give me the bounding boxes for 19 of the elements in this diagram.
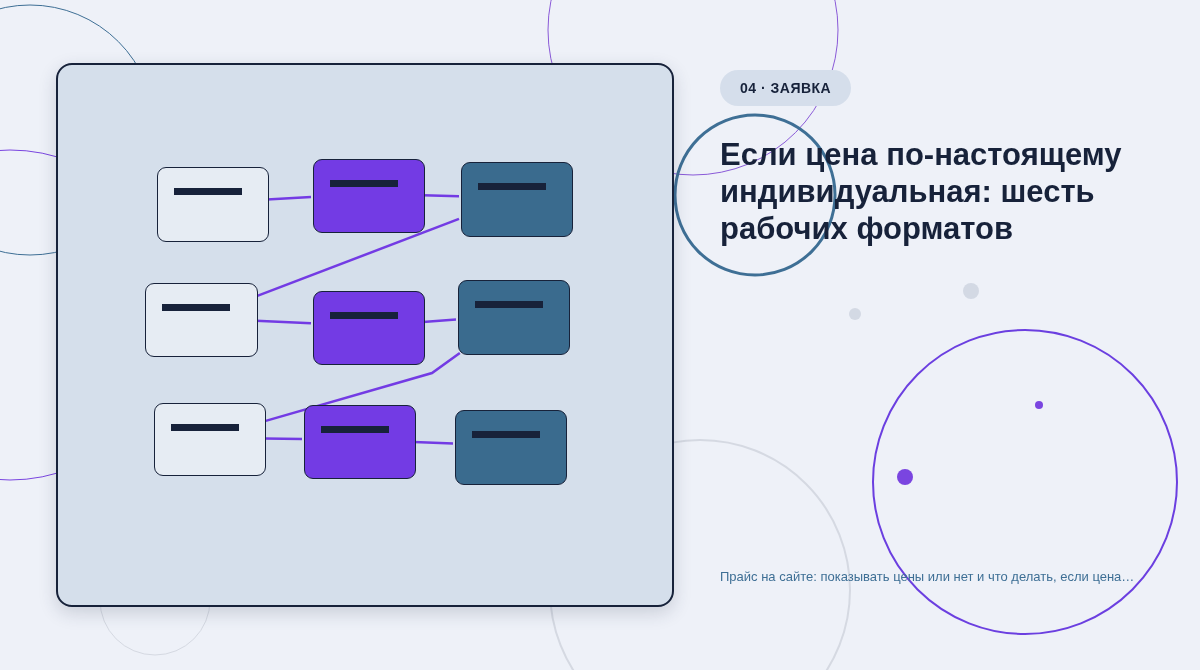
step-box xyxy=(458,280,570,355)
step-box xyxy=(461,162,573,237)
connector-line xyxy=(413,440,454,445)
connector-line xyxy=(266,195,312,201)
category-tag: 04 · ЗАЯВКА xyxy=(720,70,852,106)
connector-line xyxy=(263,352,461,423)
step-box xyxy=(304,405,416,479)
step-box xyxy=(145,283,258,357)
step-box xyxy=(154,403,266,476)
step-box xyxy=(313,159,425,233)
connector-line xyxy=(422,318,457,324)
step-box xyxy=(157,167,269,242)
connector-line xyxy=(422,194,460,198)
step-box xyxy=(455,410,567,485)
connector-line xyxy=(255,217,460,298)
connector-line xyxy=(263,437,303,441)
panel-card xyxy=(56,63,674,607)
step-box xyxy=(313,291,425,365)
connector-line xyxy=(255,319,312,325)
